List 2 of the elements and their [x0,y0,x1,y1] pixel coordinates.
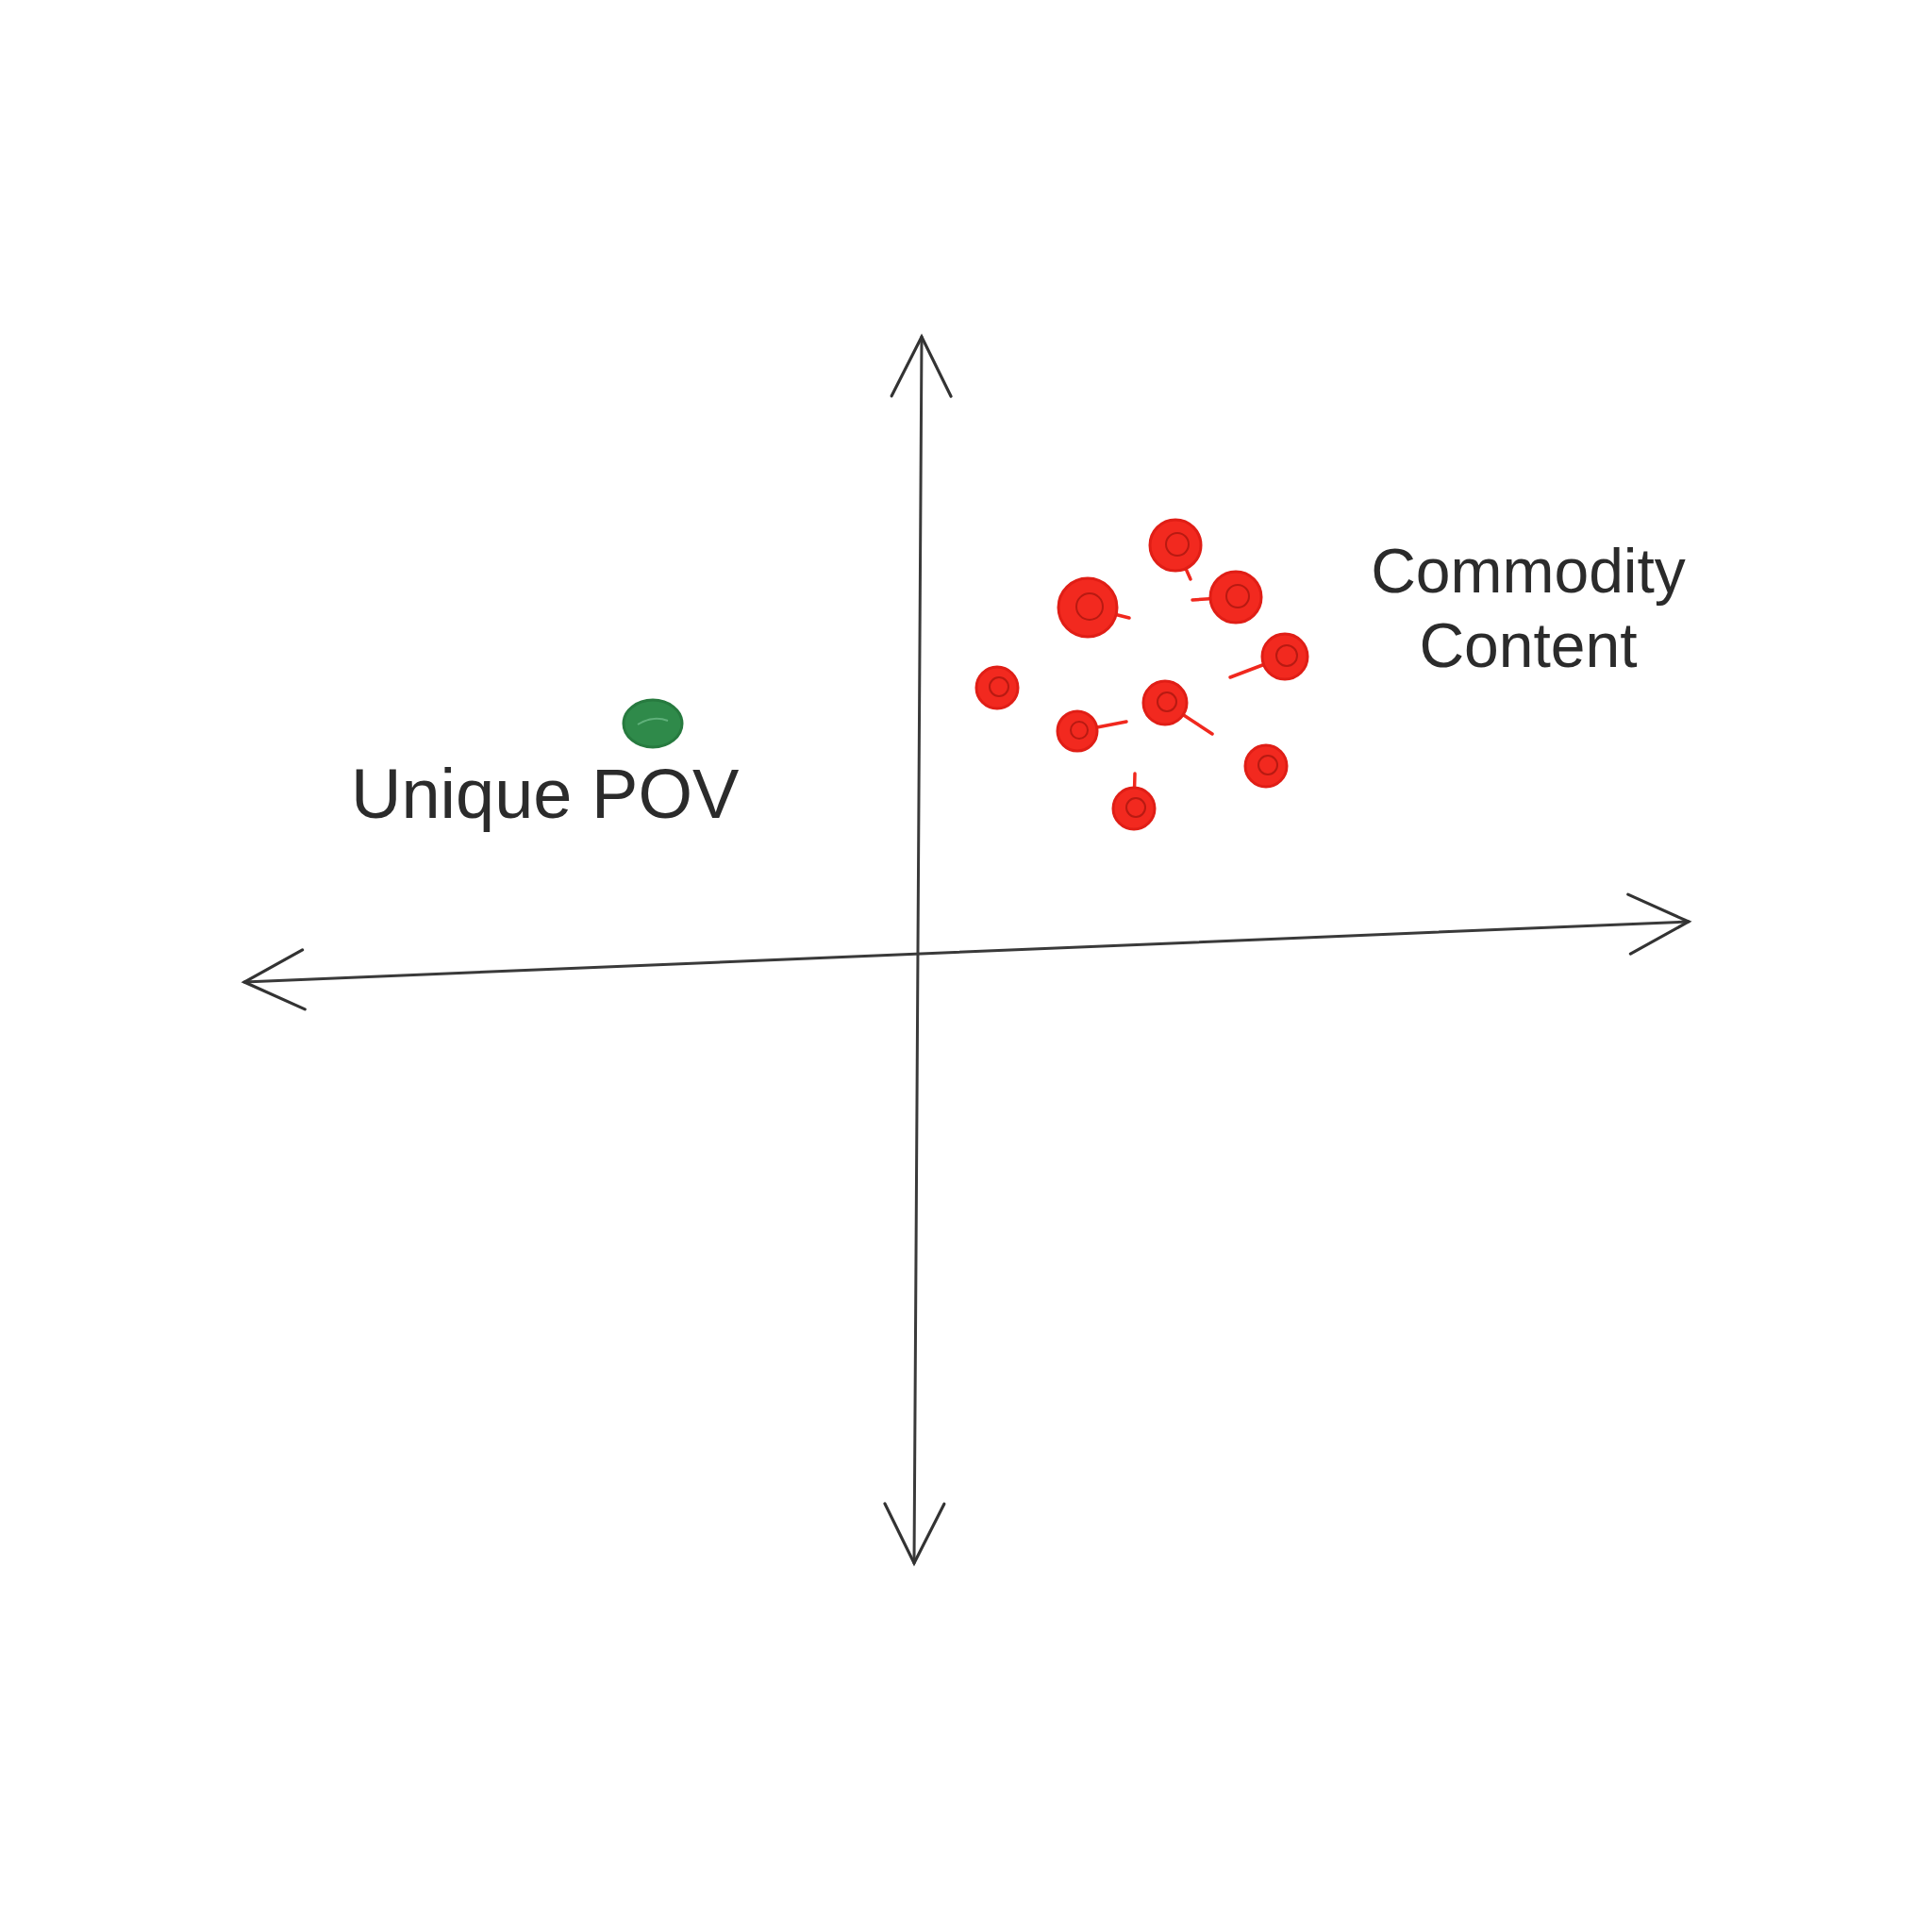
axis-label: Unique POV [351,754,741,835]
axis-label: Commodity Content [1370,535,1687,683]
